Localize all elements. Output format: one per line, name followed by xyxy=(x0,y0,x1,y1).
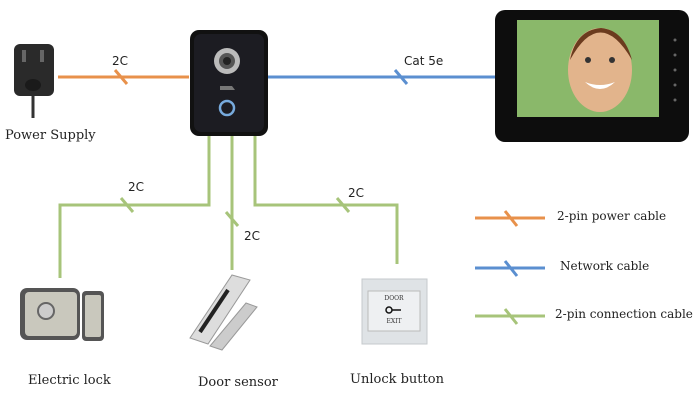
network-wire-label: Cat 5e xyxy=(404,54,444,68)
legend-network-label: Network cable xyxy=(560,259,650,273)
unlock-button-icon: DOOR EXIT xyxy=(361,278,428,345)
sensor-wire-label: 2C xyxy=(244,229,261,243)
lock-wire-label: 2C xyxy=(128,180,145,194)
electric-lock-label: Electric lock xyxy=(28,373,111,388)
door-station-icon xyxy=(190,30,268,136)
power-cable xyxy=(58,69,189,85)
network-cable xyxy=(268,69,496,85)
unlock-button-door-text: DOOR xyxy=(384,295,404,302)
unlock-button-label: Unlock button xyxy=(350,372,444,387)
legend-network-line xyxy=(475,260,545,277)
power-supply-label: Power Supply xyxy=(5,128,96,143)
legend-power-line xyxy=(475,210,545,227)
button-wire-label: 2C xyxy=(348,186,365,200)
legend-connection-label: 2-pin connection cable xyxy=(555,307,693,321)
door-sensor-icon xyxy=(189,274,258,351)
legend-power-label: 2-pin power cable xyxy=(557,209,667,223)
indoor-monitor-icon xyxy=(495,10,689,142)
power-wire-label: 2C xyxy=(112,54,129,68)
electric-lock-icon xyxy=(20,288,104,341)
connection-cables xyxy=(58,136,399,278)
unlock-button-exit-text: EXIT xyxy=(386,318,401,325)
power-supply-icon xyxy=(14,44,54,118)
legend-connection-line xyxy=(475,308,545,325)
door-sensor-label: Door sensor xyxy=(198,375,278,390)
